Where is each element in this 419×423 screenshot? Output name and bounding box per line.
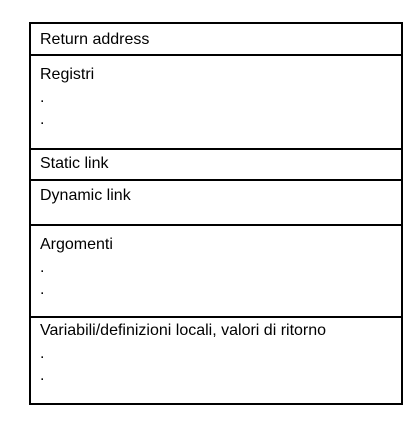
row-registri: Registri . . [31, 56, 401, 150]
ellipsis-dot: . [40, 259, 45, 276]
row-label: Argomenti [40, 236, 113, 253]
activation-record-frame: Return address Registri . . Static link … [29, 22, 403, 405]
ellipsis-dots: . . [40, 340, 401, 390]
row-label: Registri [40, 66, 95, 83]
row-label: Static link [40, 155, 109, 172]
row-label: Return address [40, 31, 150, 48]
ellipsis-dot: . [40, 111, 45, 128]
row-dynamic-link: Dynamic link [31, 181, 401, 226]
ellipsis-dot: . [40, 367, 45, 384]
row-label: Variabili/definizioni locali, valori di … [40, 322, 327, 339]
ellipsis-dot: . [40, 89, 45, 106]
ellipsis-dots: . . [40, 254, 401, 304]
row-label: Dynamic link [40, 187, 131, 204]
ellipsis-dot: . [40, 345, 45, 362]
row-argomenti: Argomenti . . [31, 226, 401, 318]
row-static-link: Static link [31, 150, 401, 181]
row-variabili-locali: Variabili/definizioni locali, valori di … [31, 318, 401, 405]
row-return-address: Return address [31, 24, 401, 56]
ellipsis-dots: . . [40, 84, 401, 134]
ellipsis-dot: . [40, 281, 45, 298]
